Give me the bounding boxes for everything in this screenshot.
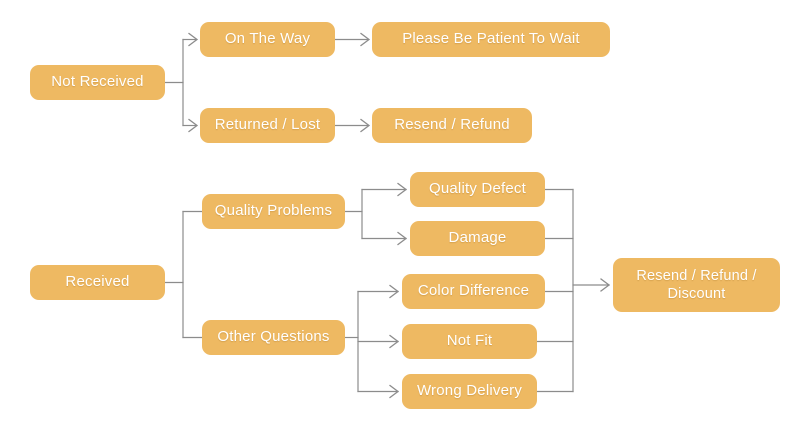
node-label: Please Be Patient To Wait — [402, 30, 580, 48]
node-label: Quality Problems — [214, 202, 333, 220]
node-label: Other Questions — [217, 328, 330, 346]
node-quality-problems[interactable]: Quality Problems — [202, 194, 345, 229]
arrowhead-returned-lost — [188, 118, 199, 133]
node-label: Not Fit — [446, 332, 493, 350]
node-damage[interactable]: Damage — [410, 221, 545, 256]
node-label: Resend / Refund / Discount — [636, 267, 757, 302]
node-label: Resend / Refund — [394, 116, 510, 134]
node-label: Quality Defect — [428, 180, 526, 198]
node-not-received[interactable]: Not Received — [30, 65, 165, 100]
node-received[interactable]: Received — [30, 265, 165, 300]
node-resend-refund-discount[interactable]: Resend / Refund / Discount — [613, 258, 780, 312]
node-quality-defect[interactable]: Quality Defect — [410, 172, 545, 207]
node-label: Not Received — [51, 73, 144, 91]
node-wrong-delivery[interactable]: Wrong Delivery — [402, 374, 537, 409]
arrowhead-quality-defect — [397, 182, 408, 197]
node-other-questions[interactable]: Other Questions — [202, 320, 345, 355]
node-label: Damage — [448, 229, 507, 247]
node-resend-refund[interactable]: Resend / Refund — [372, 108, 532, 143]
arrowhead-on-the-way — [188, 32, 199, 47]
arrowhead-please-be-patient — [360, 32, 371, 47]
arrowhead-damage — [397, 231, 408, 246]
node-label: Received — [65, 273, 130, 291]
node-returned-lost[interactable]: Returned / Lost — [200, 108, 335, 143]
node-label: On The Way — [224, 30, 311, 48]
node-not-fit[interactable]: Not Fit — [402, 324, 537, 359]
arrowhead-wrong-delivery — [389, 384, 400, 399]
node-please-be-patient-to-wait[interactable]: Please Be Patient To Wait — [372, 22, 610, 57]
node-label: Returned / Lost — [214, 116, 321, 134]
node-label: Wrong Delivery — [416, 382, 523, 400]
node-on-the-way[interactable]: On The Way — [200, 22, 335, 57]
arrowhead-color-difference — [389, 284, 400, 299]
arrowhead-not-fit — [389, 334, 400, 349]
arrowhead-resend-refund — [360, 118, 371, 133]
node-color-difference[interactable]: Color Difference — [402, 274, 545, 309]
node-label: Color Difference — [417, 282, 530, 300]
arrowhead-resend-refund-discount — [600, 278, 611, 292]
